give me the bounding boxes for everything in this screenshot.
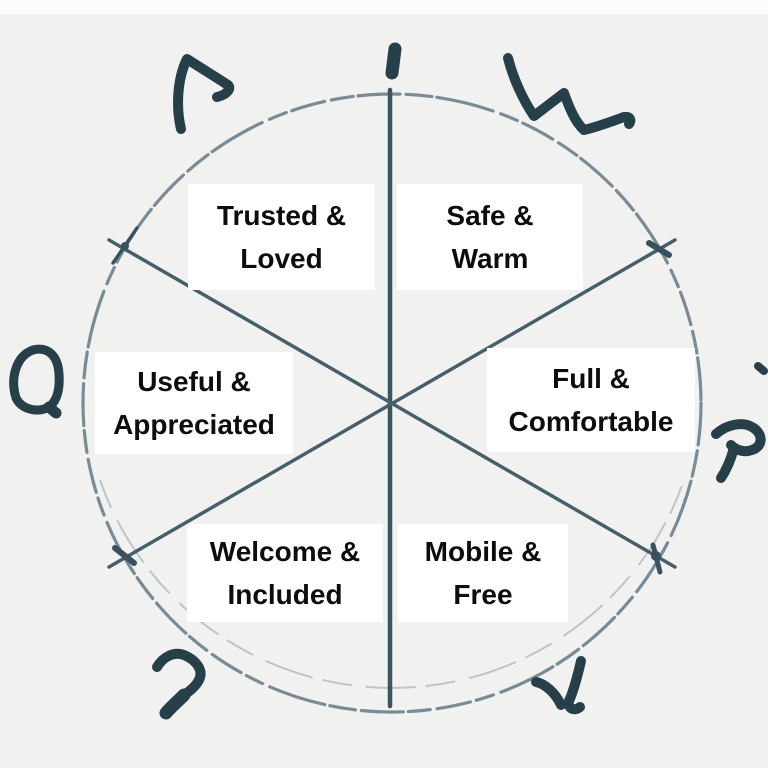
segment-label-line: Safe & xyxy=(446,200,534,231)
handwritten-dot-mark xyxy=(754,362,768,375)
tick-marks xyxy=(111,226,672,575)
tick-upper-right xyxy=(646,240,672,258)
handwritten-caret-mark xyxy=(173,54,235,134)
segment-label-line: Mobile & xyxy=(424,536,542,567)
tick-lower-left xyxy=(112,545,137,566)
segment-label-mobile-free: Mobile & Free xyxy=(398,524,568,622)
segment-label-line: Useful & xyxy=(137,366,251,397)
segment-label-line: Appreciated xyxy=(113,409,275,440)
segment-label-line: Warm xyxy=(451,243,529,274)
segment-label-welcome-included: Welcome & Included xyxy=(187,524,383,622)
segment-label-line: Comfortable xyxy=(508,406,674,437)
segment-label-full-comfortable: Full & Comfortable xyxy=(487,348,695,452)
segment-label-line: Welcome & xyxy=(209,536,361,567)
segment-label-useful-appreciated: Useful & Appreciated xyxy=(95,352,293,454)
segment-label-line: Trusted & xyxy=(216,200,347,231)
handwritten-tick-mark xyxy=(385,42,402,80)
handwritten-two-mark xyxy=(152,648,206,720)
segment-label-trusted-loved: Trusted & Loved xyxy=(188,184,375,290)
handwritten-d-mark xyxy=(9,344,64,419)
segment-label-line: Free xyxy=(453,579,513,610)
segment-label-line: Included xyxy=(227,579,343,610)
tick-node-lower-right xyxy=(651,551,661,561)
segment-label-safe-warm: Safe & Warm xyxy=(397,184,583,290)
handwritten-w-mark xyxy=(503,53,636,135)
tick-node-upper-left xyxy=(121,242,129,250)
handwritten-v-mark xyxy=(531,656,586,715)
handwritten-r-mark xyxy=(711,419,766,483)
segment-label-line: Full & xyxy=(552,363,630,394)
segment-label-line: Loved xyxy=(240,243,323,274)
diagonal-line-b xyxy=(107,238,677,569)
